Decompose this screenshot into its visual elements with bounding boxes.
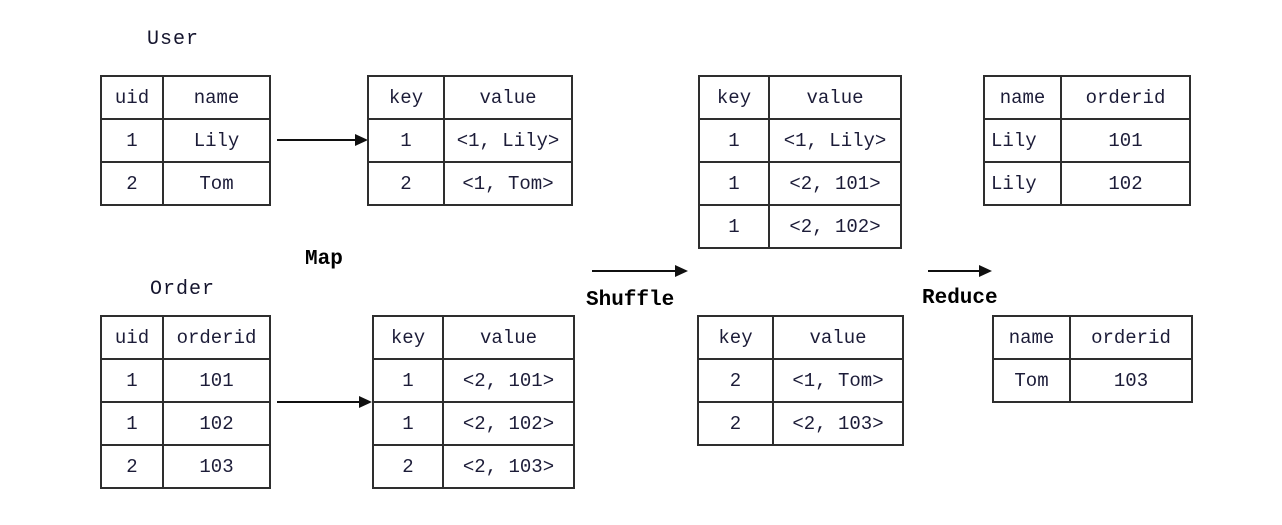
table-row: 2<1, Tom> [367, 161, 573, 206]
table-cell: 102 [162, 401, 271, 446]
table-row: 1<2, 101> [698, 161, 902, 206]
table-row: 2<2, 103> [697, 401, 904, 446]
table-cell: 1 [372, 401, 444, 446]
stage-label-reduce: Reduce [922, 287, 998, 310]
column-header: value [772, 315, 904, 360]
table-cell: 1 [100, 401, 164, 446]
column-header: key [698, 75, 770, 120]
table-cell: 103 [1069, 358, 1193, 403]
table-cell: 101 [162, 358, 271, 403]
table-row: 1<2, 102> [698, 204, 902, 249]
table-cell: <1, Tom> [443, 161, 573, 206]
table-row: 2<1, Tom> [697, 358, 904, 403]
table-cell: Tom [162, 161, 271, 206]
order-table-title: Order [150, 278, 216, 301]
stage-label-shuffle: Shuffle [586, 289, 675, 312]
table-cell: <2, 103> [772, 401, 904, 446]
table-cell: 1 [698, 118, 770, 163]
column-header: uid [100, 315, 164, 360]
table-cell: Tom [992, 358, 1071, 403]
table-cell: 1 [372, 358, 444, 403]
column-header: key [697, 315, 774, 360]
table-cell: <1, Lily> [768, 118, 902, 163]
table-cell: <2, 102> [768, 204, 902, 249]
map-arrow-order [277, 396, 372, 408]
column-header: orderid [1060, 75, 1191, 120]
table-cell: Lily [162, 118, 271, 163]
column-header: uid [100, 75, 164, 120]
table-cell: 101 [1060, 118, 1191, 163]
table-cell: <2, 101> [768, 161, 902, 206]
column-header: orderid [1069, 315, 1193, 360]
table-row: 1<2, 102> [372, 401, 575, 446]
table-cell: 1 [698, 161, 770, 206]
user-table-title: User [147, 28, 200, 51]
table-cell: 102 [1060, 161, 1191, 206]
table-cell: 2 [367, 161, 445, 206]
table-row: 1<1, Lily> [367, 118, 573, 163]
table-cell: 1 [100, 118, 164, 163]
table-cell: 1 [367, 118, 445, 163]
table-cell: <1, Lily> [443, 118, 573, 163]
reduce-arrow [928, 265, 992, 277]
table-cell: <1, Tom> [772, 358, 904, 403]
table-cell: <2, 102> [442, 401, 575, 446]
shuffle-arrow [592, 265, 688, 277]
table-cell: Lily [983, 118, 1062, 163]
column-header: key [372, 315, 444, 360]
table-cell: 2 [100, 444, 164, 489]
table-row: 1<1, Lily> [698, 118, 902, 163]
table-cell: 2 [697, 401, 774, 446]
column-header: name [983, 75, 1062, 120]
table-cell: 103 [162, 444, 271, 489]
table-cell: 1 [698, 204, 770, 249]
table-cell: <2, 101> [442, 358, 575, 403]
table-cell: 2 [372, 444, 444, 489]
stage-label-map: Map [305, 248, 343, 271]
column-header: value [443, 75, 573, 120]
table-row: 2<2, 103> [372, 444, 575, 489]
table-row: 1<2, 101> [372, 358, 575, 403]
table-cell: 2 [697, 358, 774, 403]
column-header: value [768, 75, 902, 120]
table-cell: <2, 103> [442, 444, 575, 489]
column-header: key [367, 75, 445, 120]
table-cell: 2 [100, 161, 164, 206]
column-header: name [162, 75, 271, 120]
column-header: orderid [162, 315, 271, 360]
table-cell: 1 [100, 358, 164, 403]
table-cell: Lily [983, 161, 1062, 206]
map-arrow-user [277, 134, 368, 146]
column-header: name [992, 315, 1071, 360]
column-header: value [442, 315, 575, 360]
